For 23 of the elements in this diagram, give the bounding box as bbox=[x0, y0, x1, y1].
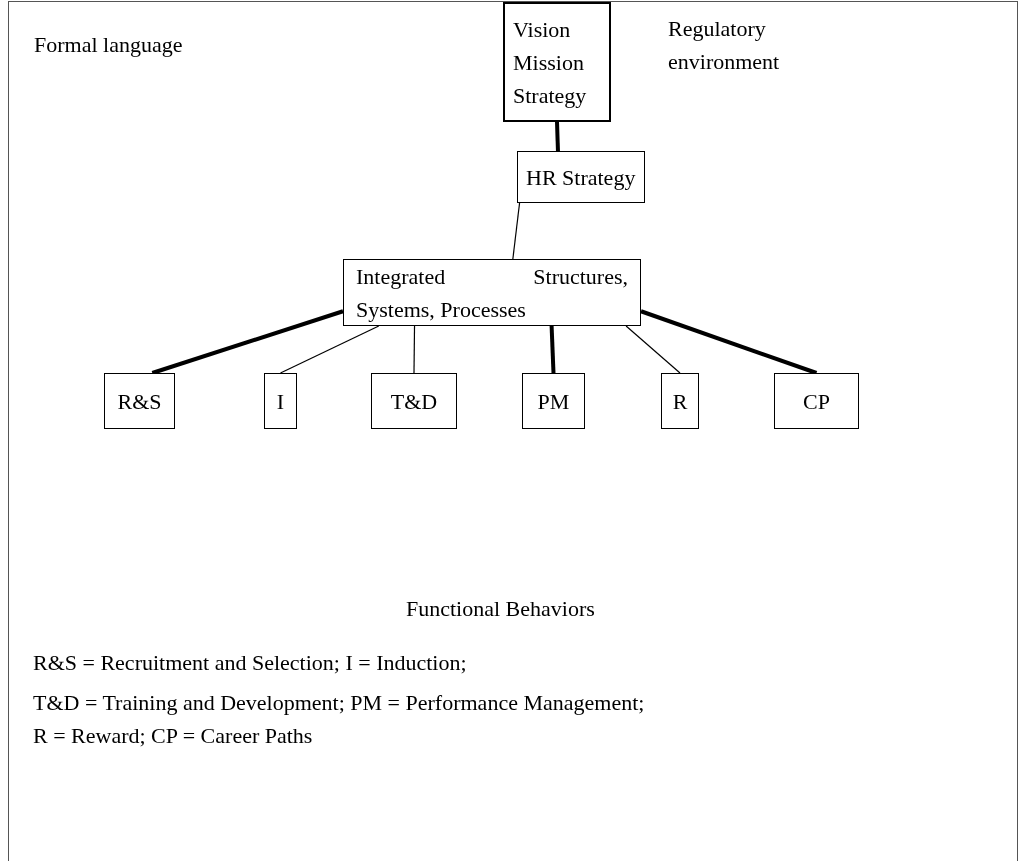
process-box: CP bbox=[774, 373, 859, 429]
process-box: Vision Mission Strategy bbox=[503, 2, 611, 122]
process-box: T&D bbox=[371, 373, 457, 429]
legend-note: R = Reward; CP = Career Paths bbox=[33, 722, 313, 750]
process-box: Integrated Structures, Systems, Processes bbox=[343, 259, 641, 326]
legend-note: T&D = Training and Development; PM = Performance Management; bbox=[33, 689, 645, 717]
connector-line bbox=[555, 121, 560, 152]
process-box: R bbox=[661, 373, 699, 429]
annotation-text: Formal language bbox=[34, 31, 183, 59]
connector-line bbox=[640, 309, 818, 375]
process-box: HR Strategy bbox=[517, 151, 645, 203]
connector-line bbox=[512, 202, 521, 260]
connector-line bbox=[549, 325, 556, 374]
connector-line bbox=[279, 325, 380, 374]
process-box: R&S bbox=[104, 373, 175, 429]
annotation-text: Functional Behaviors bbox=[406, 595, 595, 623]
connector-line bbox=[625, 325, 681, 374]
process-box: I bbox=[264, 373, 297, 429]
legend-note: R&S = Recruitment and Selection; I = Induction; bbox=[33, 649, 467, 677]
connector-line bbox=[413, 325, 416, 374]
connector-line bbox=[151, 309, 344, 375]
process-box: PM bbox=[522, 373, 585, 429]
annotation-text: Regulatory environment bbox=[668, 15, 781, 76]
